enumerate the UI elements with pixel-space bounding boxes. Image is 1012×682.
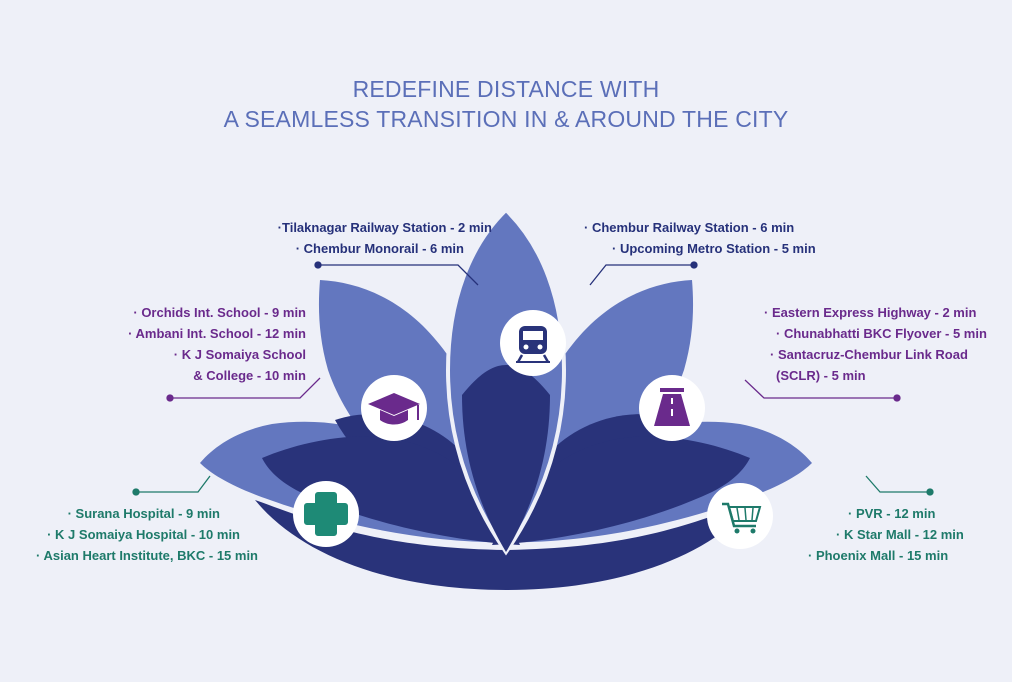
connector-rail bbox=[314, 261, 698, 286]
list-item: · K J Somaiya School bbox=[173, 347, 306, 362]
connector-purple bbox=[166, 377, 901, 402]
title-line-2: A SEAMLESS TRANSITION IN & AROUND THE CI… bbox=[223, 106, 789, 132]
list-item: · Eastern Express Highway - 2 min bbox=[764, 305, 977, 320]
list-item: ·Tilaknagar Railway Station - 2 min bbox=[277, 220, 492, 235]
road-icon bbox=[639, 375, 705, 441]
health-list: · Surana Hospital - 9 min · K J Somaiya … bbox=[10, 503, 258, 566]
train-icon bbox=[500, 310, 566, 376]
roads-list: · Eastern Express Highway - 2 min · Chun… bbox=[764, 302, 1004, 386]
list-item: · Upcoming Metro Station - 5 min bbox=[612, 241, 816, 256]
list-item: · Surana Hospital - 9 min bbox=[67, 506, 220, 521]
connector-green bbox=[132, 475, 934, 496]
rail-right-list: · Chembur Railway Station - 6 min · Upco… bbox=[584, 217, 864, 259]
list-item: · Chembur Monorail - 6 min bbox=[295, 241, 464, 256]
list-item: · Orchids Int. School - 9 min bbox=[133, 305, 306, 320]
petal-health-inner bbox=[262, 436, 520, 545]
rail-left-list: ·Tilaknagar Railway Station - 2 min · Ch… bbox=[230, 217, 492, 259]
list-item: · Santacruz-Chembur Link Road bbox=[770, 347, 968, 362]
shopping-list: · PVR - 12 min · K Star Mall - 12 min · … bbox=[808, 503, 988, 566]
list-item: · K J Somaiya Hospital - 10 min bbox=[47, 527, 240, 542]
page-title: REDEFINE DISTANCE WITH A SEAMLESS TRANSI… bbox=[0, 74, 1012, 134]
list-item: (SCLR) - 5 min bbox=[776, 368, 866, 383]
list-item: · PVR - 12 min bbox=[848, 506, 936, 521]
graduation-cap-icon bbox=[361, 375, 427, 441]
list-item: · Chembur Railway Station - 6 min bbox=[584, 220, 795, 235]
list-item: · Chunabhatti BKC Flyover - 5 min bbox=[776, 326, 987, 341]
petal-transit-inner bbox=[462, 365, 550, 552]
list-item: · K Star Mall - 12 min bbox=[836, 527, 964, 542]
petal-shopping-inner bbox=[492, 436, 750, 545]
lotus-base bbox=[255, 500, 757, 590]
shopping-cart-icon bbox=[707, 483, 773, 549]
list-item: · Phoenix Mall - 15 min bbox=[808, 548, 949, 563]
education-list: · Orchids Int. School - 9 min · Ambani I… bbox=[92, 302, 306, 386]
list-item: · Ambani Int. School - 12 min bbox=[128, 326, 306, 341]
list-item: · Asian Heart Institute, BKC - 15 min bbox=[36, 548, 258, 563]
title-line-1: REDEFINE DISTANCE WITH bbox=[352, 76, 660, 102]
list-item: & College - 10 min bbox=[193, 368, 306, 383]
medical-cross-icon bbox=[293, 481, 359, 547]
